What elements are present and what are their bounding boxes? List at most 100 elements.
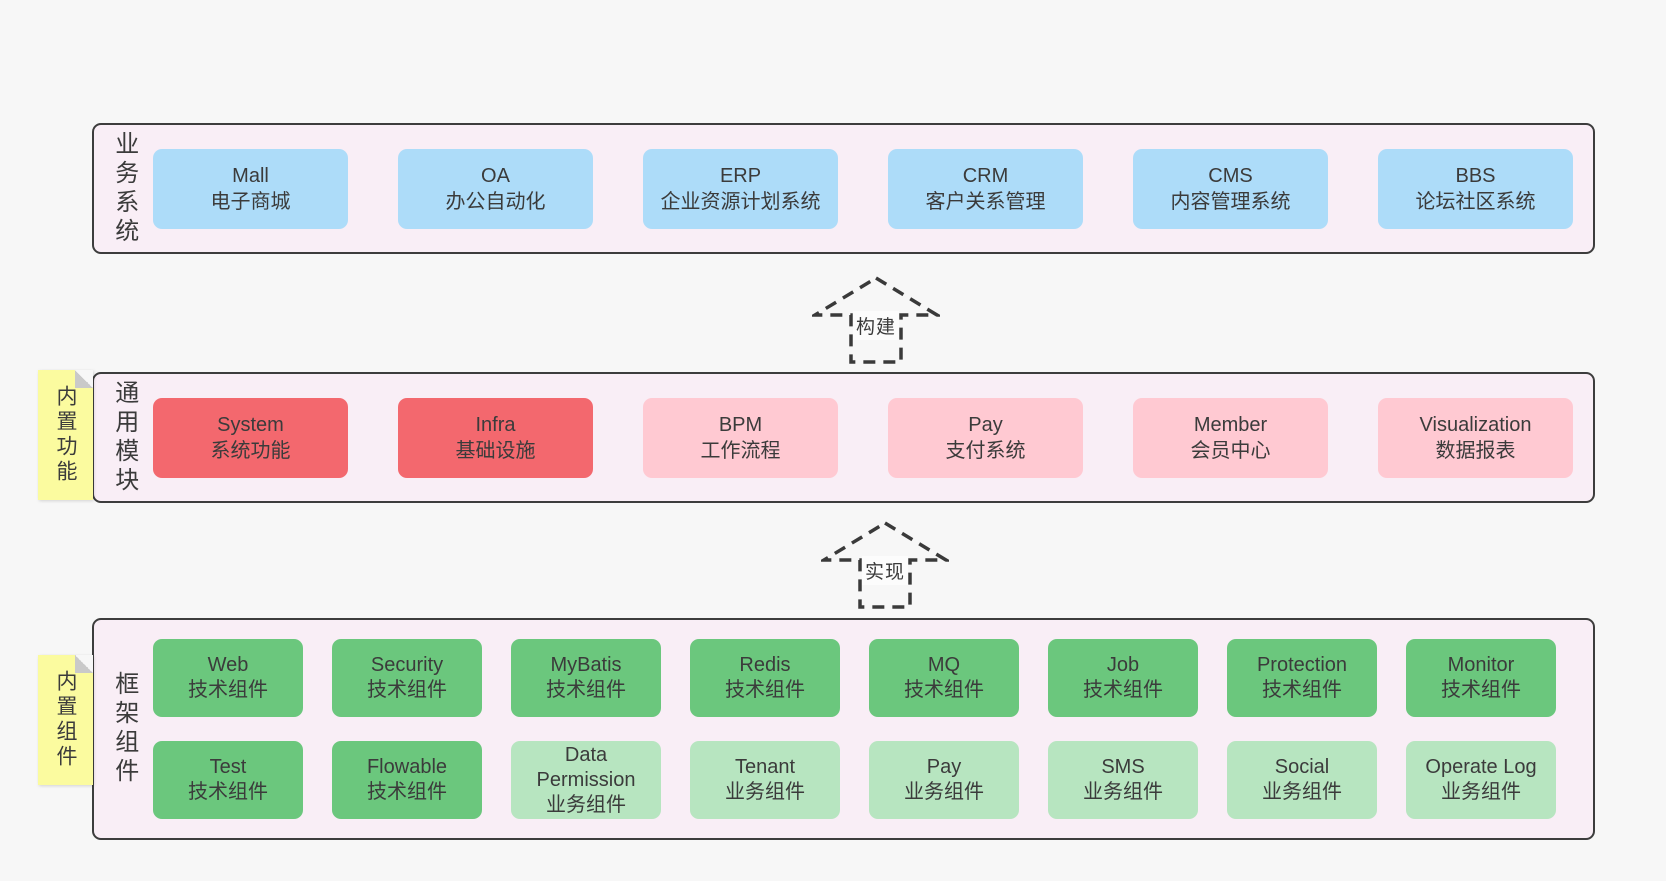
layer-label-text: 通用模块 bbox=[110, 379, 138, 496]
box-title: BBS bbox=[1455, 164, 1496, 187]
arrow-implement: 实现 bbox=[821, 520, 949, 610]
box-title: Visualization bbox=[1419, 413, 1532, 436]
box-subtitle: 技术组件 bbox=[1441, 679, 1521, 701]
box-title: Member bbox=[1193, 413, 1268, 436]
box-subtitle: 基础设施 bbox=[455, 439, 536, 462]
box-subtitle: 工作流程 bbox=[700, 439, 781, 462]
box-title: CMS bbox=[1208, 164, 1253, 187]
box-redis: Redis 技术组件 bbox=[690, 639, 840, 717]
box-title: MyBatis bbox=[550, 654, 622, 676]
box-subtitle: 技术组件 bbox=[188, 679, 268, 701]
box-title: Monitor bbox=[1447, 654, 1515, 676]
dashed-up-arrow-icon bbox=[812, 275, 940, 364]
box-subtitle: 技术组件 bbox=[1083, 679, 1163, 701]
framework-boxes-grid: Web 技术组件 Security 技术组件 MyBatis 技术组件 Redi… bbox=[153, 620, 1593, 838]
box-title: Pay bbox=[926, 756, 962, 778]
box-title: Job bbox=[1106, 654, 1140, 676]
box-protection: Protection 技术组件 bbox=[1227, 639, 1377, 717]
framework-row-2: Test 技术组件 Flowable 技术组件 Data Permission … bbox=[153, 741, 1593, 819]
box-title: Test bbox=[209, 756, 247, 778]
box-subtitle: 客户关系管理 bbox=[925, 190, 1046, 213]
box-title: Pay bbox=[968, 413, 1003, 436]
box-security: Security 技术组件 bbox=[332, 639, 482, 717]
box-subtitle: 内容管理系统 bbox=[1170, 190, 1291, 213]
arrow-implement-label: 实现 bbox=[861, 556, 909, 585]
box-monitor: Monitor 技术组件 bbox=[1406, 639, 1556, 717]
box-title: CRM bbox=[962, 164, 1009, 187]
box-subtitle: 技术组件 bbox=[367, 781, 447, 803]
business-systems-label: 业务系统 bbox=[94, 125, 153, 252]
box-subtitle: 业务组件 bbox=[1083, 781, 1163, 803]
common-modules-container: 通用模块 System 系统功能 Infra 基础设施 BPM 工作流程 Pay… bbox=[92, 372, 1595, 503]
box-erp: ERP 企业资源计划系统 bbox=[643, 148, 838, 229]
box-title: Protection bbox=[1256, 654, 1348, 676]
box-pay: Pay 支付系统 bbox=[888, 397, 1083, 478]
arrow-build: 构建 bbox=[812, 275, 940, 365]
sticky-note-builtin-components: 内置组件 bbox=[38, 655, 93, 785]
business-systems-container: 业务系统 Mall 电子商城 OA 办公自动化 ERP 企业资源计划系统 CRM… bbox=[92, 123, 1595, 254]
box-operate-log: Operate Log 业务组件 bbox=[1406, 741, 1556, 819]
box-title: BPM bbox=[718, 413, 763, 436]
box-subtitle: 系统功能 bbox=[210, 439, 291, 462]
box-mall: Mall 电子商城 bbox=[153, 148, 348, 229]
box-subtitle: 业务组件 bbox=[725, 781, 805, 803]
box-title: System bbox=[217, 413, 284, 436]
sticky-note-text: 内置组件 bbox=[54, 670, 78, 770]
box-title: ERP bbox=[719, 164, 762, 187]
box-test: Test 技术组件 bbox=[153, 741, 303, 819]
box-subtitle: 技术组件 bbox=[1262, 679, 1342, 701]
box-title: Data Permission bbox=[536, 743, 636, 791]
framework-components-label: 框架组件 bbox=[94, 620, 153, 838]
box-title: OA bbox=[481, 164, 510, 187]
box-data-permission: Data Permission 业务组件 bbox=[511, 741, 661, 819]
box-title: Tenant bbox=[734, 756, 796, 778]
box-subtitle: 技术组件 bbox=[188, 781, 268, 803]
box-subtitle: 技术组件 bbox=[546, 679, 626, 701]
box-system: System 系统功能 bbox=[153, 397, 348, 478]
box-subtitle: 业务组件 bbox=[1262, 781, 1342, 803]
box-subtitle: 技术组件 bbox=[367, 679, 447, 701]
box-visualization: Visualization 数据报表 bbox=[1378, 397, 1573, 478]
box-subtitle: 会员中心 bbox=[1190, 439, 1271, 462]
box-subtitle: 技术组件 bbox=[725, 679, 805, 701]
box-title: Social bbox=[1274, 756, 1330, 778]
box-subtitle: 办公自动化 bbox=[445, 190, 546, 213]
box-subtitle: 企业资源计划系统 bbox=[660, 190, 821, 213]
layer-label-text: 框架组件 bbox=[110, 671, 138, 787]
box-member: Member 会员中心 bbox=[1133, 397, 1328, 478]
box-subtitle: 技术组件 bbox=[904, 679, 984, 701]
box-title: SMS bbox=[1101, 756, 1145, 778]
box-title: Infra bbox=[475, 413, 516, 436]
box-web: Web 技术组件 bbox=[153, 639, 303, 717]
box-infra: Infra 基础设施 bbox=[398, 397, 593, 478]
modules-boxes-row: System 系统功能 Infra 基础设施 BPM 工作流程 Pay 支付系统… bbox=[153, 374, 1593, 501]
box-subtitle: 数据报表 bbox=[1435, 439, 1516, 462]
box-subtitle: 电子商城 bbox=[210, 190, 291, 213]
box-title: Redis bbox=[739, 654, 791, 676]
box-pay-biz: Pay 业务组件 bbox=[869, 741, 1019, 819]
sticky-note-builtin-features: 内置功能 bbox=[38, 370, 93, 500]
layer-label-text: 业务系统 bbox=[110, 130, 138, 247]
folded-corner-icon bbox=[75, 370, 93, 388]
framework-row-1: Web 技术组件 Security 技术组件 MyBatis 技术组件 Redi… bbox=[153, 639, 1593, 717]
box-bbs: BBS 论坛社区系统 bbox=[1378, 148, 1573, 229]
dashed-up-arrow-icon bbox=[821, 520, 949, 609]
business-boxes-row: Mall 电子商城 OA 办公自动化 ERP 企业资源计划系统 CRM 客户关系… bbox=[153, 125, 1593, 252]
common-modules-label: 通用模块 bbox=[94, 374, 153, 501]
box-job: Job 技术组件 bbox=[1048, 639, 1198, 717]
box-title: Operate Log bbox=[1425, 756, 1537, 778]
box-subtitle: 业务组件 bbox=[904, 781, 984, 803]
box-title: MQ bbox=[927, 654, 961, 676]
box-subtitle: 支付系统 bbox=[945, 439, 1026, 462]
box-bpm: BPM 工作流程 bbox=[643, 397, 838, 478]
box-title: Security bbox=[370, 654, 444, 676]
box-title: Web bbox=[207, 654, 249, 676]
box-tenant: Tenant 业务组件 bbox=[690, 741, 840, 819]
box-crm: CRM 客户关系管理 bbox=[888, 148, 1083, 229]
sticky-note-text: 内置功能 bbox=[54, 385, 78, 485]
box-mq: MQ 技术组件 bbox=[869, 639, 1019, 717]
arrow-build-label: 构建 bbox=[852, 311, 900, 340]
box-subtitle: 业务组件 bbox=[546, 793, 626, 816]
box-social: Social 业务组件 bbox=[1227, 741, 1377, 819]
box-title: Mall bbox=[232, 164, 269, 187]
